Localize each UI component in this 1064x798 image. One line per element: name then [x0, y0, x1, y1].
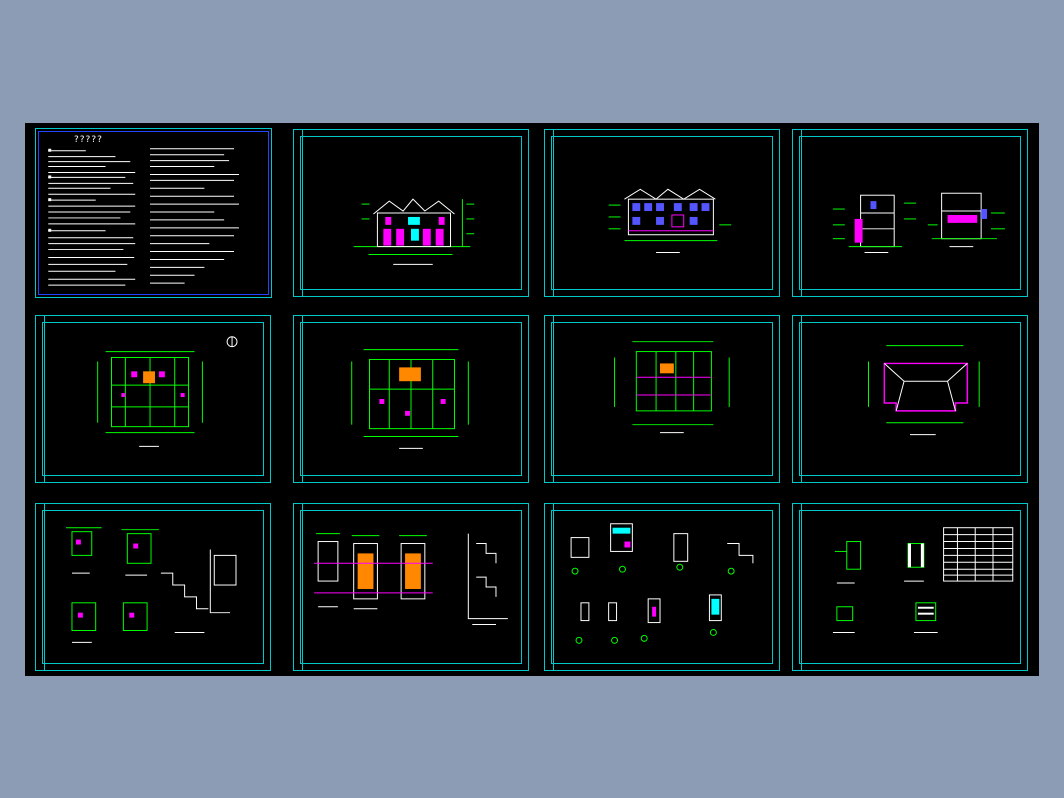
sheet-sections[interactable] [792, 129, 1028, 297]
door-window-schedule-drawing [832, 527, 1014, 633]
sheet-stair-sections[interactable] [293, 503, 529, 671]
roof-plan-drawing [868, 345, 980, 436]
second-floor-plan-drawing [351, 349, 469, 449]
stair-details-drawing [66, 527, 237, 643]
drawing-viewport[interactable]: ????? [25, 123, 1039, 676]
sheet-door-window-schedule[interactable] [792, 503, 1028, 671]
sheet-north-elevation[interactable] [544, 129, 780, 297]
notes-text-lines [48, 148, 239, 286]
ground-floor-plan-drawing [97, 336, 238, 447]
south-elevation-drawing [353, 198, 475, 265]
notes-title: ????? [74, 135, 103, 145]
sheet-roof-plan[interactable] [792, 315, 1028, 483]
north-elevation-drawing [608, 188, 732, 254]
sheet-third-floor-plan[interactable] [544, 315, 780, 483]
sections-drawing [832, 192, 1005, 254]
sheet-second-floor-plan[interactable] [293, 315, 529, 483]
sheet-design-notes[interactable]: ????? [35, 128, 272, 298]
sheet-wall-details[interactable] [544, 503, 780, 671]
stair-sections-drawing [314, 533, 508, 626]
third-floor-plan-drawing [614, 341, 730, 434]
sheet-south-elevation[interactable] [293, 129, 529, 297]
wall-details-drawing [570, 523, 754, 644]
sheet-ground-floor-plan[interactable] [35, 315, 271, 483]
sheet-stair-details[interactable] [35, 503, 271, 671]
